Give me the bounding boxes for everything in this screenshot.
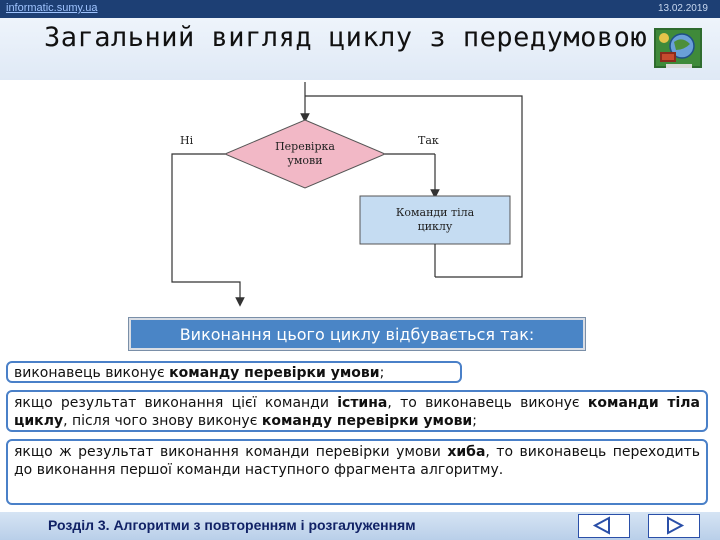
section-title: Розділ 3. Алгоритми з повторенням і розг… xyxy=(48,517,416,533)
item-text: , то виконавець переходить до виконання … xyxy=(14,444,700,478)
return-loop-line xyxy=(305,95,523,278)
item-bold-text: хиба xyxy=(447,444,486,460)
top-bar: informatic.sumy.ua 13.02.2019 xyxy=(0,0,720,18)
site-link[interactable]: informatic.sumy.ua xyxy=(6,2,98,14)
item-bold-text: істина xyxy=(337,395,388,411)
no-branch-line xyxy=(171,153,245,307)
yes-label: Так xyxy=(418,134,439,147)
body-label-line2: циклу xyxy=(418,220,453,233)
list-item: виконавець виконує команду перевірки умо… xyxy=(6,361,462,383)
prev-slide-button[interactable] xyxy=(578,514,630,538)
item-bold-text: команди тіла циклу xyxy=(14,395,700,429)
item-text: виконавець виконує xyxy=(14,365,170,381)
title-band xyxy=(0,18,720,80)
list-item: якщо результат виконання цієї команди іс… xyxy=(6,390,708,432)
item-text: якщо результат виконання цієї команди xyxy=(14,395,338,411)
condition-label-line1: Перевірка xyxy=(275,140,335,153)
item-text: якщо ж результат виконання команди перев… xyxy=(14,444,448,460)
slide-date: 13.02.2019 xyxy=(657,3,708,14)
slide-title: Загальний вигляд циклу з передумовою xyxy=(44,22,648,53)
triangle-right-icon xyxy=(667,516,685,535)
loop-body-box xyxy=(359,195,511,245)
condition-label-line2: умови xyxy=(287,154,322,167)
body-label-line1: Команди тіла xyxy=(396,206,475,219)
item-text: , то виконавець виконує xyxy=(387,395,588,411)
condition-diamond xyxy=(223,119,387,189)
triangle-left-icon xyxy=(592,516,610,535)
subtitle-banner: Виконання цього циклу відбувається так: xyxy=(129,318,585,350)
item-bold-text: команду перевірки умови xyxy=(169,365,380,381)
item-text: ; xyxy=(379,365,385,381)
item-bold-text: команду перевірки умови xyxy=(261,413,473,429)
item-text: , після чого знову виконує xyxy=(63,413,262,429)
no-label: Ні xyxy=(180,134,194,147)
loop-flowchart: Перевірка умови Так Команди тіла циклу Н… xyxy=(171,82,523,307)
list-item: якщо ж результат виконання команди перев… xyxy=(6,439,708,505)
item-text: ; xyxy=(472,413,477,429)
informatics-logo-icon xyxy=(654,28,702,68)
subtitle-text: Виконання цього циклу відбувається так: xyxy=(179,325,535,344)
next-slide-button[interactable] xyxy=(648,514,700,538)
